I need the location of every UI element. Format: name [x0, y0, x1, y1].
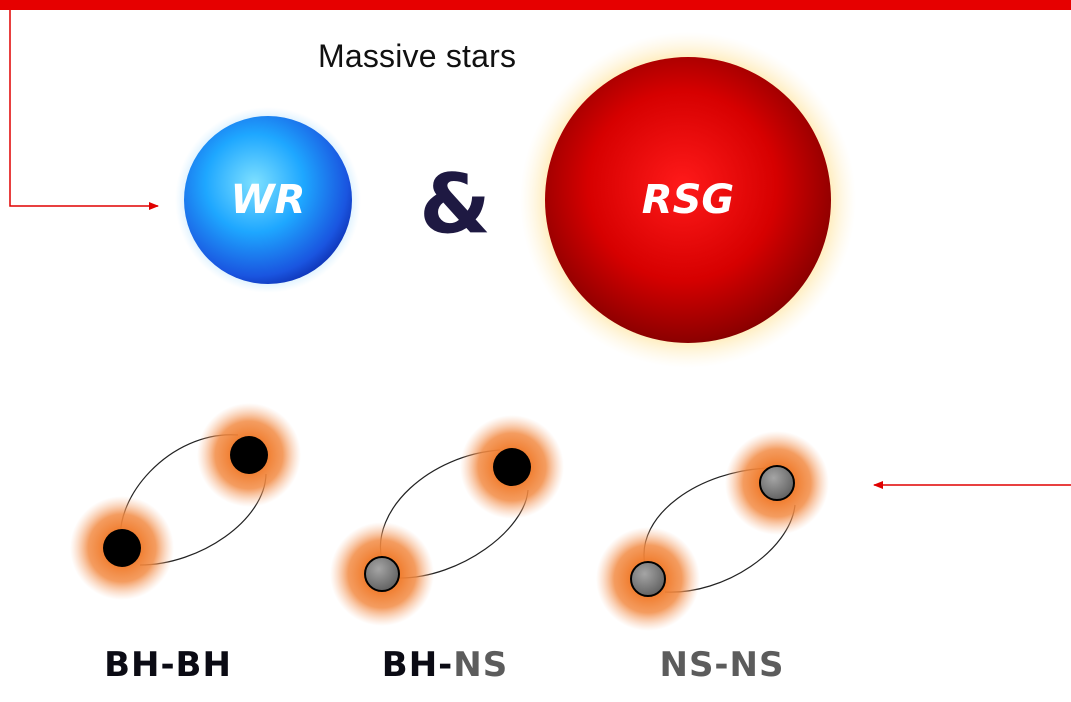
black-hole: [230, 436, 268, 474]
black-hole: [103, 529, 141, 567]
neutron-star: [364, 556, 400, 592]
top-red-bar: [0, 0, 1071, 10]
label-part: BH: [175, 645, 232, 685]
label-part: BH-: [381, 645, 454, 685]
black-hole: [493, 448, 531, 486]
rsg-label: RSG: [641, 177, 735, 223]
feedback-arrow-left: [9, 10, 159, 210]
label-bh-bh: BH-BH: [104, 645, 232, 685]
binary-bh-ns: [330, 415, 564, 626]
label-part: NS: [453, 645, 509, 685]
label-part: BH-: [104, 645, 176, 685]
rsg-star: [545, 57, 831, 343]
binary-bh-bh: [70, 403, 301, 600]
wr-star: [184, 116, 352, 284]
binary-ns-ns: [596, 431, 829, 631]
label-part: NS: [729, 645, 785, 685]
neutron-star: [630, 561, 666, 597]
wr-label: WR: [230, 177, 306, 223]
label-part: NS-: [659, 645, 730, 685]
label-bh-ns: BH-NS: [382, 645, 508, 685]
label-ns-ns: NS-NS: [659, 645, 784, 685]
neutron-star: [759, 465, 795, 501]
ampersand-symbol: &: [419, 157, 491, 253]
heading-massive-stars: Massive stars: [318, 38, 517, 74]
